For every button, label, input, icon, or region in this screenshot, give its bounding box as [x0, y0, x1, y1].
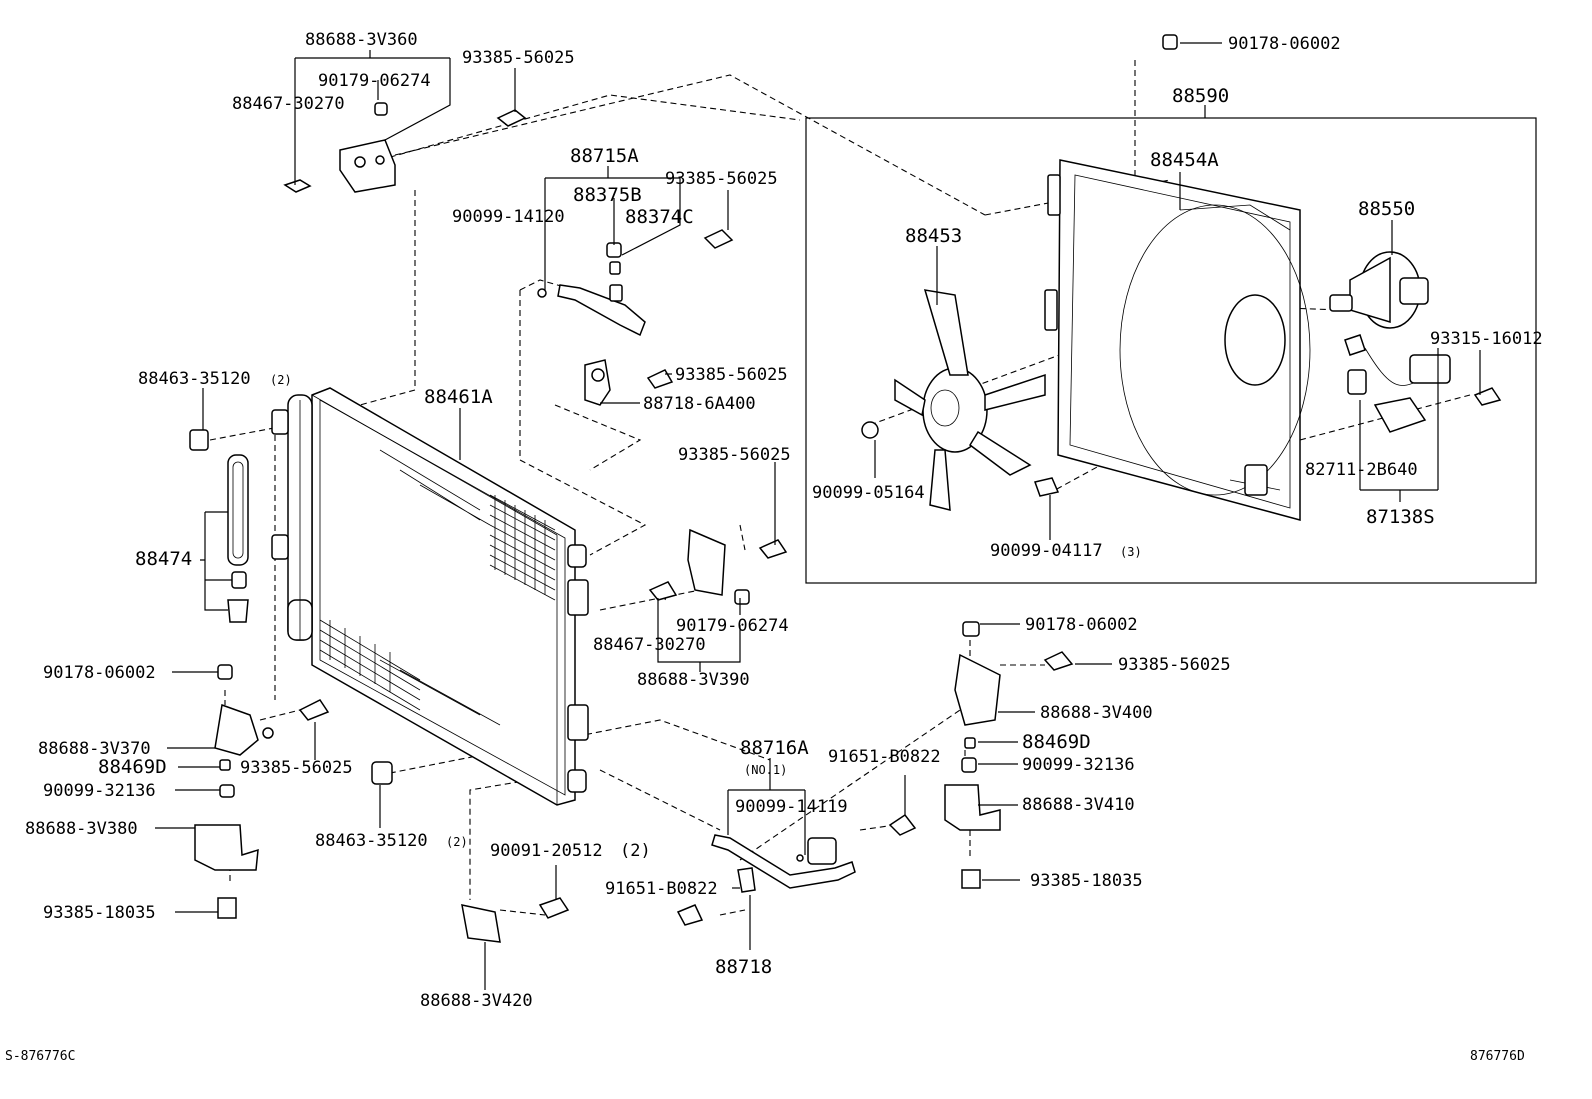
- label-90179-06274-top: 90179-06274: [318, 71, 431, 91]
- fan-shroud-88454A: [1044, 159, 1311, 521]
- label-90099-14120: 90099-14120: [452, 207, 565, 227]
- label-88469D-left: 88469D: [98, 756, 167, 778]
- label-90178-06002-left: 90178-06002: [43, 663, 156, 683]
- bracket-88688-3V370: [214, 664, 330, 756]
- radiator-assembly: [271, 387, 589, 806]
- label-82711-2B640: 82711-2B640: [1305, 460, 1418, 480]
- label-93385-56025-f: 93385-56025: [1118, 655, 1231, 675]
- label-88550: 88550: [1358, 198, 1415, 220]
- label-88688-3V410: 88688-3V410: [1022, 795, 1135, 815]
- leader-lines: [155, 42, 1481, 990]
- label-90178-06002-right: 90178-06002: [1025, 615, 1138, 635]
- label-93315-16012: 93315-16012: [1430, 329, 1543, 349]
- label-88374C: 88374C: [625, 206, 694, 228]
- label-88463-35120-b-qty: (2): [446, 835, 468, 849]
- label-93385-56025-c: 93385-56025: [675, 365, 788, 385]
- label-90091-20512: 90091-20512: [490, 841, 603, 861]
- label-90099-04117: 90099-04117: [990, 541, 1103, 561]
- label-88716A: 88716A: [740, 737, 809, 759]
- clip-88463-35120-upper: [189, 429, 209, 451]
- label-88469D-right: 88469D: [1022, 731, 1091, 753]
- label-88688-3V360: 88688-3V360: [305, 30, 418, 50]
- motor-88550: [1329, 251, 1429, 329]
- label-90099-04117-qty: (3): [1120, 545, 1142, 559]
- label-88716A-no: (NO.1): [744, 763, 787, 777]
- label-87138S: 87138S: [1366, 506, 1435, 528]
- label-90091-20512-qty: (2): [620, 841, 651, 861]
- hose-88716A: [676, 813, 917, 926]
- label-93385-18035-right: 93385-18035: [1030, 871, 1143, 891]
- label-93385-56025-b: 93385-56025: [665, 169, 778, 189]
- label-90099-05164: 90099-05164: [812, 483, 925, 503]
- label-88474: 88474: [135, 548, 192, 570]
- label-90178-06002-top: 90178-06002: [1228, 34, 1341, 54]
- diagram-code-right: 876776D: [1470, 1049, 1525, 1064]
- bracket-88688-3V400: [954, 621, 1074, 773]
- label-93385-56025-e: 93385-56025: [240, 758, 353, 778]
- label-88454A: 88454A: [1150, 149, 1219, 171]
- label-93385-18035-left: 93385-18035: [43, 903, 156, 923]
- label-88453: 88453: [905, 225, 962, 247]
- bracket-88688-3V380: [194, 759, 259, 919]
- bracket-88688-3V390: [648, 528, 788, 605]
- label-88463-35120-b: 88463-35120: [315, 831, 428, 851]
- top-bracket-88688-3V360: [283, 102, 527, 193]
- bracket-88688-3V410: [944, 784, 1001, 889]
- label-91651-B0822-b: 91651-B0822: [605, 879, 718, 899]
- label-93385-56025-d: 93385-56025: [678, 445, 791, 465]
- label-88688-3V400: 88688-3V400: [1040, 703, 1153, 723]
- part-labels: 88688-3V360 90179-06274 88467-30270 9338…: [25, 30, 1543, 1011]
- fan-88453: [861, 289, 1060, 511]
- radiator-core-grid: [319, 449, 556, 726]
- label-88467-30270-top: 88467-30270: [232, 94, 345, 114]
- bracket-88718-6A400: [584, 359, 674, 406]
- label-88688-3V370: 88688-3V370: [38, 739, 151, 759]
- label-90099-32136-left: 90099-32136: [43, 781, 156, 801]
- label-90179-06274-mid: 90179-06274: [676, 616, 789, 636]
- wire-87138S: [1162, 34, 1502, 433]
- label-88463-35120-a-qty: (2): [270, 373, 292, 387]
- label-88715A: 88715A: [570, 145, 639, 167]
- label-88688-3V420: 88688-3V420: [420, 991, 533, 1011]
- part-88474-seal: [227, 454, 249, 623]
- label-88688-3V380: 88688-3V380: [25, 819, 138, 839]
- label-88461A: 88461A: [424, 386, 493, 408]
- hose-88715A: [537, 229, 734, 337]
- label-88375B: 88375B: [573, 184, 642, 206]
- label-88463-35120-a: 88463-35120: [138, 369, 251, 389]
- label-93385-56025-a: 93385-56025: [462, 48, 575, 68]
- diagram-code-left: S-876776C: [5, 1049, 75, 1064]
- label-88467-30270-mid: 88467-30270: [593, 635, 706, 655]
- fan-assembly-box: [805, 117, 1537, 584]
- clip-88463-35120-lower: [371, 761, 393, 785]
- label-90099-14119: 90099-14119: [735, 797, 848, 817]
- label-88688-3V390: 88688-3V390: [637, 670, 750, 690]
- label-88718-6A400: 88718-6A400: [643, 394, 756, 414]
- label-90099-32136-right: 90099-32136: [1022, 755, 1135, 775]
- label-88590: 88590: [1172, 85, 1229, 107]
- label-88718: 88718: [715, 956, 772, 978]
- label-91651-B0822-a: 91651-B0822: [828, 747, 941, 767]
- bracket-88688-3V420: [461, 897, 570, 943]
